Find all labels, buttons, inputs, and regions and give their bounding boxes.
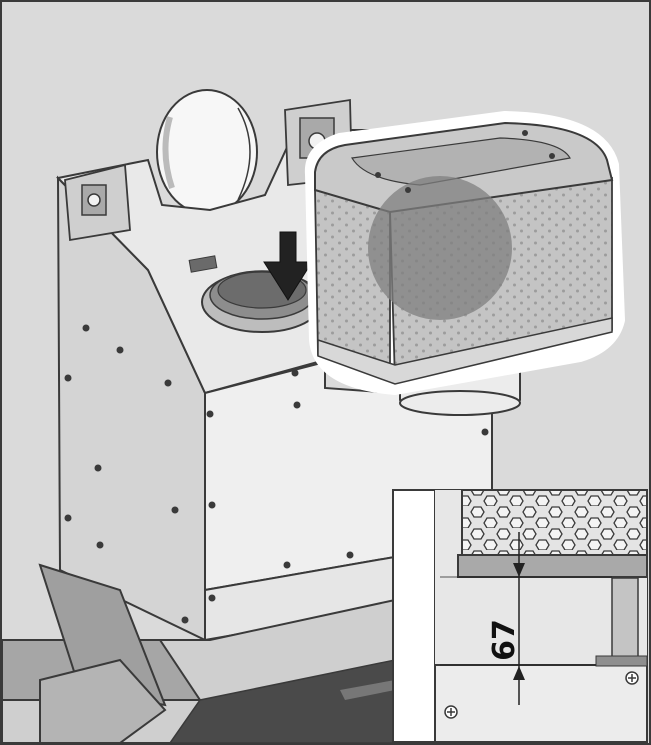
dimension-arrow-icon bbox=[440, 532, 612, 705]
left-bracket bbox=[64, 163, 131, 242]
duct-opening bbox=[156, 89, 258, 215]
hood-body bbox=[2, 563, 396, 743]
carbon-filter-cartridge bbox=[304, 111, 625, 395]
screw-icon bbox=[64, 324, 489, 624]
dimension-label: 67 bbox=[487, 619, 522, 661]
down-arrow-icon bbox=[263, 231, 313, 301]
detail-inset: 67 bbox=[392, 489, 648, 743]
screw-icon bbox=[444, 671, 639, 719]
